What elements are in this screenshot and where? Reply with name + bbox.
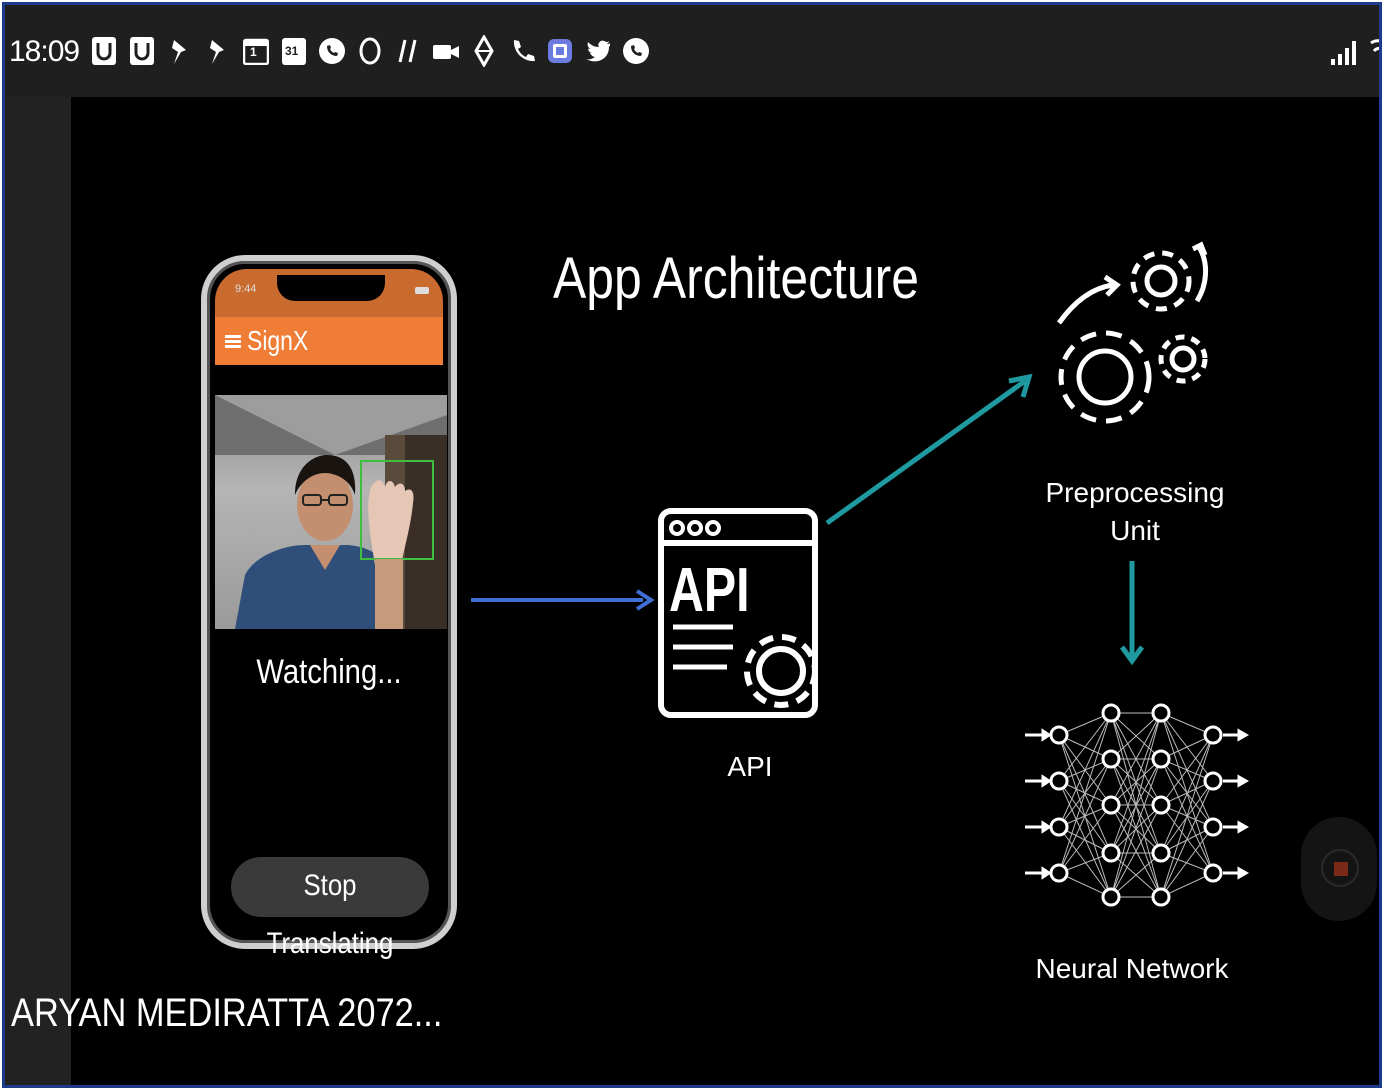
presenter-name: ARYAN MEDIRATTA 2072... bbox=[11, 991, 443, 1035]
phone-status-time: 9:44 bbox=[235, 283, 257, 295]
preprocessing-label-line1: Preprocessing bbox=[1045, 477, 1225, 508]
status-time: 18:09 bbox=[9, 35, 80, 68]
api-icon-text: API bbox=[669, 556, 750, 625]
teams-icon bbox=[545, 34, 575, 68]
phone-icon bbox=[507, 34, 537, 68]
arrow-api-to-preprocessing bbox=[825, 373, 1033, 526]
u-badge-icon bbox=[127, 34, 157, 68]
stop-translating-button[interactable]: Stop Translating bbox=[231, 857, 429, 960]
signal-icon bbox=[1329, 37, 1361, 67]
app-title: SignX bbox=[247, 325, 309, 356]
hamburger-menu-icon[interactable] bbox=[225, 333, 241, 349]
app-bar: SignX bbox=[215, 317, 443, 365]
phone-mockup: 9:44 SignX bbox=[201, 255, 457, 960]
gears-icon bbox=[1056, 241, 1208, 424]
slash-icon bbox=[393, 34, 423, 68]
whatsapp-icon bbox=[317, 34, 347, 68]
twitter-icon bbox=[583, 34, 613, 68]
calendar-day: 1 bbox=[250, 45, 257, 59]
stop-recording-button[interactable] bbox=[1301, 817, 1377, 921]
arrow-preprocessing-to-neural bbox=[1119, 561, 1145, 666]
pin-icon bbox=[203, 34, 233, 68]
stop-square-icon bbox=[1334, 862, 1348, 876]
slide-title: App Architecture bbox=[553, 246, 919, 311]
wifi-icon bbox=[1369, 35, 1379, 69]
stop-translating-label: Stop Translating bbox=[266, 869, 394, 960]
whatsapp-icon bbox=[621, 34, 651, 68]
neural-network-label: Neural Network bbox=[1035, 953, 1229, 984]
calendar-day: 31 bbox=[285, 44, 299, 58]
camera-feed-image bbox=[215, 395, 447, 629]
record-ring bbox=[1321, 849, 1359, 887]
video-icon bbox=[431, 34, 461, 68]
battery-icon bbox=[415, 287, 429, 294]
camera-preview bbox=[215, 395, 447, 629]
watching-status: Watching... bbox=[256, 653, 402, 691]
calendar-31-icon: 31 bbox=[279, 34, 309, 68]
circle-icon bbox=[355, 34, 385, 68]
preprocessing-label-line2: Unit bbox=[1110, 515, 1160, 546]
calendar-icon: 1 bbox=[241, 34, 271, 68]
status-bar: 18:09 1 31 bbox=[5, 5, 1379, 97]
u-badge-icon bbox=[89, 34, 119, 68]
api-label: API bbox=[727, 751, 773, 782]
phone-notch bbox=[277, 275, 385, 301]
diamond-icon bbox=[469, 34, 499, 68]
arrow-phone-to-api bbox=[471, 589, 655, 611]
side-strip bbox=[5, 97, 71, 1085]
pin-icon bbox=[165, 34, 195, 68]
api-icon bbox=[658, 508, 818, 718]
notification-icons: 1 31 bbox=[89, 31, 651, 71]
neural-network-icon bbox=[1025, 703, 1250, 907]
